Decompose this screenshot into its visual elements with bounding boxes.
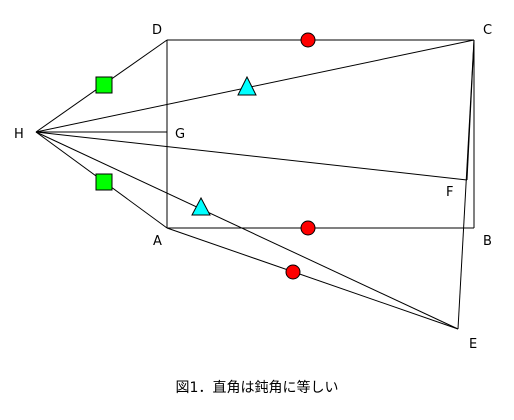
circle-marker-DC [300,32,316,48]
label-H: H [14,127,24,142]
label-B: B [483,234,492,249]
label-C: C [483,23,492,38]
circle-marker-AE [285,264,301,280]
circle-marker-AB [300,220,316,236]
square-marker-HA [95,173,113,191]
segment-HC [35,39,475,133]
label-G: G [175,127,185,142]
label-D: D [152,23,162,38]
label-F: F [446,185,453,200]
square-marker-HD [95,76,113,94]
triangle-marker-HE [191,196,211,216]
label-E: E [469,337,477,352]
triangle-marker-HC [237,75,257,96]
segment-CF [466,39,475,181]
segment-HF [35,131,468,181]
segment-AE [166,227,459,330]
figure-caption: 図1．直角は鈍角に等しい [175,380,339,396]
segment-HE [35,131,459,330]
label-A: A [153,234,162,249]
